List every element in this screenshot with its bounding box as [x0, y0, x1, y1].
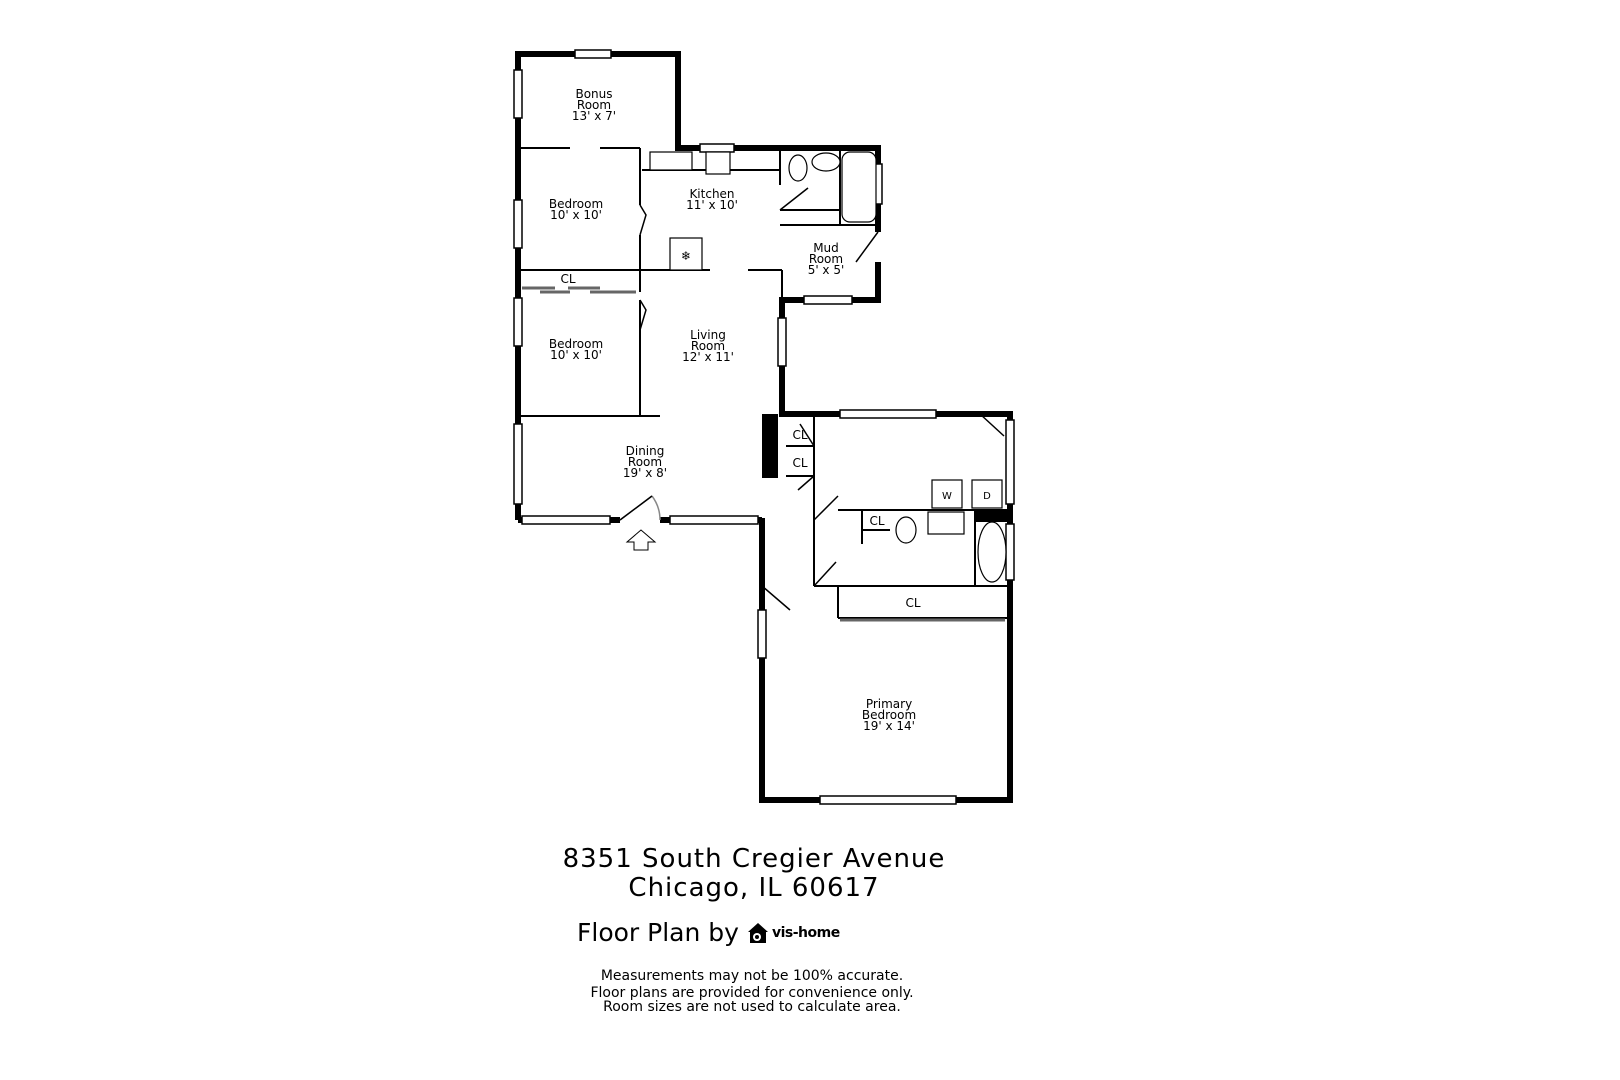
windows [513, 49, 1015, 805]
fixtures [649, 151, 1007, 583]
brand-name: vis-home [771, 924, 840, 941]
svg-text:Room: Room [628, 455, 662, 469]
svg-text:19' x 14': 19' x 14' [863, 719, 915, 733]
svg-text:Room: Room [691, 339, 725, 353]
dryer-label: D [983, 491, 991, 502]
svg-text:10' x 10': 10' x 10' [550, 208, 602, 222]
svg-text:19' x 8': 19' x 8' [623, 466, 667, 480]
svg-text:Mud: Mud [813, 241, 839, 255]
bathtub-icon-2 [977, 521, 1007, 583]
vanity-icon [927, 511, 965, 535]
svg-text:Room: Room [577, 98, 611, 112]
svg-text:Dining: Dining [626, 444, 665, 458]
stove-icon [705, 151, 731, 175]
room-label-kitchen: Kitchen 11' x 10' [686, 187, 738, 212]
room-label-bonus: Bonus Room 13' x 7' [572, 87, 616, 123]
svg-text:13' x 7': 13' x 7' [572, 109, 616, 123]
closet-label: CL [560, 272, 575, 286]
doors [619, 187, 1005, 611]
svg-text:5' x 5': 5' x 5' [808, 263, 845, 277]
room-label-living: Living Room 12' x 11' [682, 328, 734, 364]
room-label-bedroom-1: Bedroom 10' x 10' [549, 197, 603, 222]
disclaimer-line-2: Floor plans are provided for convenience… [590, 985, 914, 1001]
sink-icon [649, 151, 693, 171]
svg-text:Bedroom: Bedroom [549, 337, 603, 351]
fridge-icon [669, 237, 703, 271]
room-label-primary: Primary Bedroom 19' x 14' [862, 697, 916, 733]
closet-label: CL [792, 456, 807, 470]
washer-icon [931, 479, 963, 509]
svg-text:Living: Living [690, 328, 726, 342]
svg-text:12' x 11': 12' x 11' [682, 350, 734, 364]
closet-label: CL [869, 514, 884, 528]
wall-block [975, 510, 1010, 522]
house-icon [747, 922, 768, 943]
room-label-dining: Dining Room 19' x 8' [623, 444, 667, 480]
svg-text:Bonus: Bonus [575, 87, 612, 101]
closet-label: CL [792, 428, 807, 442]
address-line-2: Chicago, IL 60617 [628, 873, 880, 903]
chimney [762, 414, 778, 478]
bathtub-icon [841, 151, 877, 223]
svg-text:Bedroom: Bedroom [549, 197, 603, 211]
floor-plan-credit: Floor Plan by vis-home [577, 918, 840, 947]
disclaimer-line-3: Room sizes are not used to calculate are… [603, 999, 901, 1015]
credit-label: Floor Plan by [577, 918, 739, 947]
svg-text:Bedroom: Bedroom [862, 708, 916, 722]
svg-text:10' x 10': 10' x 10' [550, 348, 602, 362]
snowflake-icon: ❄ [681, 249, 691, 263]
vis-home-logo: vis-home [747, 922, 840, 944]
address-line-1: 8351 South Cregier Avenue [562, 844, 946, 874]
svg-text:Primary: Primary [866, 697, 912, 711]
toilet-icon [788, 154, 808, 182]
washer-label: W [942, 491, 952, 502]
bathroom-sink-icon [811, 152, 841, 172]
svg-text:Kitchen: Kitchen [689, 187, 734, 201]
svg-text:11' x 10': 11' x 10' [686, 198, 738, 212]
svg-text:Room: Room [809, 252, 843, 266]
dryer-icon [971, 479, 1003, 509]
toilet-icon-2 [895, 516, 917, 544]
room-label-mud-room: Mud Room 5' x 5' [808, 241, 845, 277]
closet-label: CL [905, 596, 920, 610]
room-label-bedroom-2: Bedroom 10' x 10' [549, 337, 603, 362]
disclaimer-line-1: Measurements may not be 100% accurate. [600, 968, 904, 984]
entry-arrow-icon [625, 529, 657, 551]
sliding-closet-doors [522, 286, 1005, 622]
